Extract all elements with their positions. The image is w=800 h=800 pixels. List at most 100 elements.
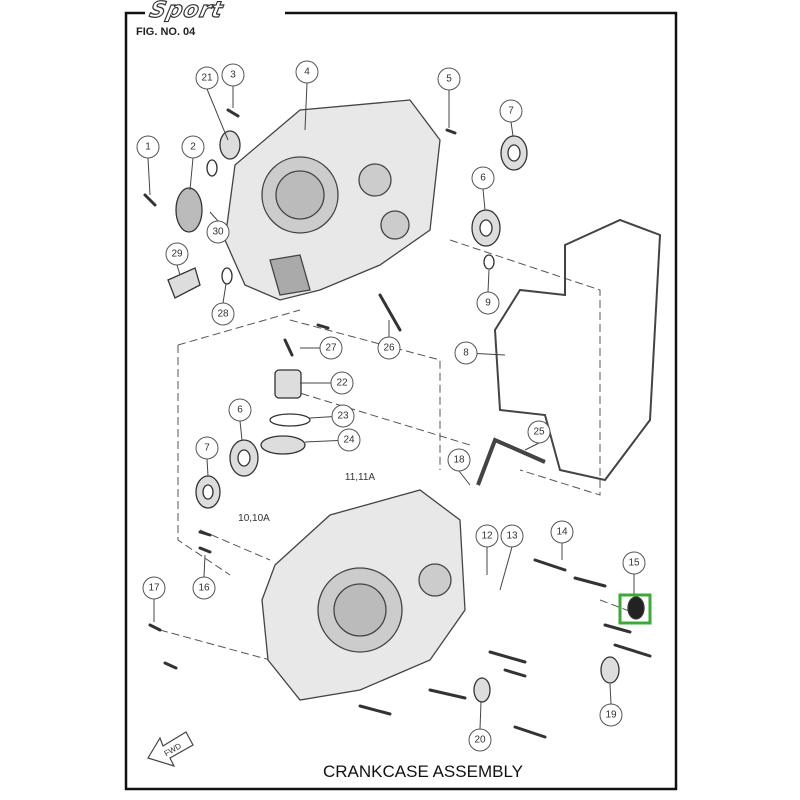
callout-6: 6 xyxy=(471,166,495,211)
breather-hose xyxy=(476,437,546,486)
callout-circle xyxy=(500,524,524,548)
callout-number: 27 xyxy=(325,343,337,354)
callout-number: 21 xyxy=(201,73,213,84)
callout-number: 24 xyxy=(343,435,355,446)
leader-line xyxy=(222,283,227,304)
callout-circle xyxy=(330,371,354,395)
callout-circle xyxy=(437,67,461,91)
diagram-title: CRANKCASE ASSEMBLY xyxy=(323,762,523,781)
callout-number: 16 xyxy=(198,583,210,594)
callout-circle xyxy=(599,703,623,727)
callout-number: 15 xyxy=(628,558,640,569)
leader-line xyxy=(479,701,482,730)
callout-30: 30 xyxy=(206,211,230,244)
callout-number: 3 xyxy=(230,70,236,81)
leader-line xyxy=(482,188,486,211)
callout-13: 13 xyxy=(499,524,524,591)
leader-line xyxy=(147,157,151,196)
callout-number: 14 xyxy=(556,527,568,538)
callout-4: 4 xyxy=(295,60,319,131)
callout-14: 14 xyxy=(550,520,574,560)
callout-27: 27 xyxy=(300,336,343,360)
callout-number: 20 xyxy=(474,735,486,746)
callout-circle xyxy=(206,220,230,244)
callout-number: 7 xyxy=(204,443,210,454)
callout-circle xyxy=(550,520,574,544)
bolts xyxy=(143,108,652,739)
leader-line xyxy=(609,683,612,705)
callout-circle xyxy=(476,291,500,315)
callout-number: 8 xyxy=(463,348,469,359)
callout-number: 30 xyxy=(212,227,224,238)
callout-circle xyxy=(622,551,646,575)
callout-3: 3 xyxy=(221,63,245,108)
callout-25: 25 xyxy=(524,420,551,451)
callout-16: 16 xyxy=(192,554,216,600)
callout-circle xyxy=(319,336,343,360)
callout-circle xyxy=(331,404,355,428)
callout-circle xyxy=(447,448,471,472)
group-labels: 11,11A 10,10A xyxy=(238,472,375,524)
left-crankcase-half xyxy=(224,99,441,301)
leader-line xyxy=(206,88,229,141)
callout-number: 17 xyxy=(148,583,160,594)
callout-28: 28 xyxy=(211,283,235,326)
callout-1: 1 xyxy=(136,135,160,196)
callout-15: 15 xyxy=(622,551,646,596)
leader-line xyxy=(510,121,514,137)
callout-7: 7 xyxy=(499,99,523,137)
callout-number: 19 xyxy=(605,710,617,721)
callout-20: 20 xyxy=(468,701,492,752)
callout-circle xyxy=(527,420,551,444)
callout-circle xyxy=(454,341,478,365)
callout-number: 1 xyxy=(145,142,151,153)
callout-circle xyxy=(471,166,495,190)
callout-number: 6 xyxy=(480,173,486,184)
callout-circle xyxy=(337,428,361,452)
callout-circle xyxy=(211,302,235,326)
callout-26: 26 xyxy=(377,320,401,360)
callout-circle xyxy=(475,524,499,548)
callout-circle xyxy=(195,436,219,460)
bearings-and-seals xyxy=(167,130,645,703)
callout-number: 9 xyxy=(485,298,491,309)
callout-18: 18 xyxy=(447,448,471,486)
callout-number: 29 xyxy=(171,249,183,260)
frame xyxy=(124,11,678,791)
callout-circle xyxy=(468,728,492,752)
leader-line xyxy=(176,264,181,276)
callout-number: 23 xyxy=(337,411,349,422)
callout-22: 22 xyxy=(300,371,354,395)
leader-line xyxy=(458,470,471,486)
highlight-box xyxy=(618,593,652,625)
callout-number: 26 xyxy=(383,343,395,354)
callout-number: 6 xyxy=(237,405,243,416)
leader-line xyxy=(206,458,209,477)
callout-17: 17 xyxy=(142,576,166,622)
callout-circle xyxy=(136,135,160,159)
callout-24: 24 xyxy=(304,428,361,452)
callout-number: 25 xyxy=(533,427,545,438)
leader-line xyxy=(239,420,243,441)
callout-circle xyxy=(221,63,245,87)
leader-line xyxy=(304,82,308,131)
callout-8: 8 xyxy=(454,341,506,365)
gasket xyxy=(493,218,662,482)
callout-circle xyxy=(181,135,205,159)
right-crankcase-half xyxy=(261,489,466,701)
callout-29: 29 xyxy=(165,242,189,276)
leader-line xyxy=(209,211,219,222)
group-label-10: 10,10A xyxy=(238,513,270,524)
callout-7: 7 xyxy=(195,436,219,477)
callout-9: 9 xyxy=(476,269,500,315)
callout-number: 13 xyxy=(506,531,518,542)
sport-logo: Sport xyxy=(147,0,227,24)
group-label-crankcase: 11,11A xyxy=(345,472,376,483)
leader-line xyxy=(499,546,513,591)
leader-line xyxy=(487,269,490,293)
callout-number: 5 xyxy=(446,74,452,85)
callout-number: 12 xyxy=(481,531,493,542)
callout-circle xyxy=(195,66,219,90)
callout-number: 28 xyxy=(217,309,229,320)
